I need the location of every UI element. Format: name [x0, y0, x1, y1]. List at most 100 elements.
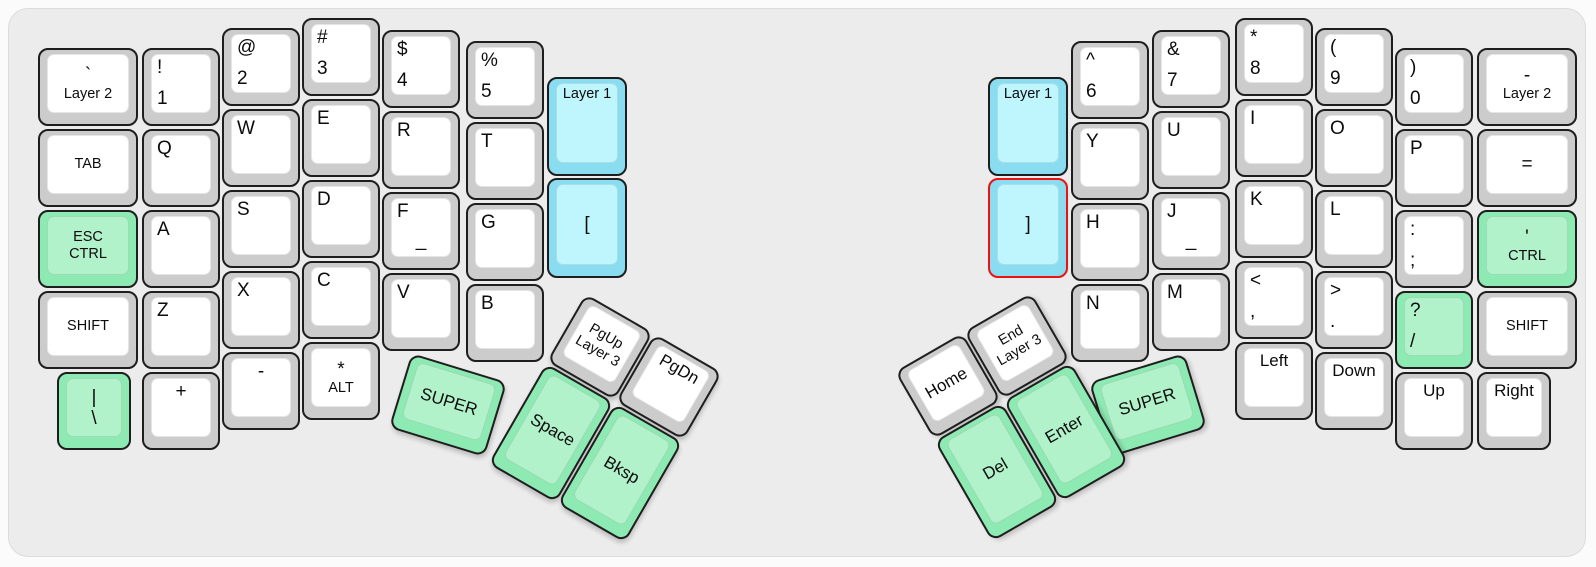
key-left-bracket[interactable]: [ [547, 178, 627, 278]
keycap-top: 'CTRL [1486, 216, 1568, 275]
key-grave-layer2[interactable]: `Layer 2 [38, 48, 138, 126]
key-w[interactable]: W [222, 109, 300, 187]
key-label-stack: `Layer 2 [48, 55, 128, 112]
key-period[interactable]: >. [1315, 271, 1393, 349]
keycap-top: S [231, 196, 291, 255]
key-7[interactable]: &7 [1152, 30, 1230, 108]
key-label: V [397, 282, 410, 303]
key-m[interactable]: M [1152, 273, 1230, 351]
key-label: PgDn [656, 350, 703, 389]
key-2[interactable]: @2 [222, 28, 300, 106]
key-v[interactable]: V [382, 273, 460, 351]
key-8[interactable]: *8 [1235, 18, 1313, 96]
key-minus[interactable]: - [222, 352, 300, 430]
key-label: Up [1423, 381, 1445, 400]
key-label: D [317, 189, 331, 210]
key-question-slash[interactable]: ?/ [1395, 291, 1473, 369]
key-comma[interactable]: <, [1235, 261, 1313, 339]
key-label: _ [1185, 230, 1197, 251]
keycap-top: N [1080, 290, 1140, 349]
key-y[interactable]: Y [1071, 122, 1149, 200]
key-label: Bksp [600, 451, 644, 488]
key-shift-right[interactable]: SHIFT [1477, 291, 1577, 369]
key-arrow-left[interactable]: Left [1235, 342, 1313, 420]
keycap-top: = [1486, 135, 1568, 194]
keycap-top: M [1161, 279, 1221, 338]
key-g[interactable]: G [466, 203, 544, 281]
key-j[interactable]: J_ [1152, 192, 1230, 270]
key-3[interactable]: #3 [302, 18, 380, 96]
key-label: $ [397, 39, 408, 60]
key-label: S [237, 199, 250, 220]
key-a[interactable]: A [142, 210, 220, 288]
key-shift-left[interactable]: SHIFT [38, 291, 138, 369]
key-asterisk-alt[interactable]: *ALT [302, 342, 380, 420]
key-l[interactable]: L [1315, 190, 1393, 268]
keycap-top: Layer 1 [997, 83, 1059, 163]
key-r[interactable]: R [382, 111, 460, 189]
key-5[interactable]: %5 [466, 41, 544, 119]
key-s[interactable]: S [222, 190, 300, 268]
keycap-top: SHIFT [1486, 297, 1568, 356]
key-arrow-right[interactable]: Right [1477, 372, 1551, 450]
key-e[interactable]: E [302, 99, 380, 177]
key-label-stack: = [1487, 136, 1567, 193]
key-label: W [237, 118, 255, 139]
key-label: SHIFT [1506, 318, 1548, 334]
key-label-stack: |\ [67, 379, 121, 436]
key-x[interactable]: X [222, 271, 300, 349]
key-super-left[interactable]: SUPER [388, 353, 508, 457]
key-p[interactable]: P [1395, 129, 1473, 207]
key-dash-layer2[interactable]: -Layer 2 [1477, 48, 1577, 126]
key-label: 2 [237, 68, 248, 89]
key-n[interactable]: N [1071, 284, 1149, 362]
key-label: N [1086, 293, 1100, 314]
key-label-stack: *ALT [312, 349, 370, 406]
key-label: O [1330, 118, 1345, 139]
key-u[interactable]: U [1152, 111, 1230, 189]
key-k[interactable]: K [1235, 180, 1313, 258]
keycap-top: I [1244, 105, 1304, 164]
key-label: Down [1332, 361, 1376, 380]
key-h[interactable]: H [1071, 203, 1149, 281]
key-label: = [1521, 154, 1533, 175]
keycap-top: *ALT [311, 348, 371, 407]
key-tab[interactable]: TAB [38, 129, 138, 207]
key-label: ? [1410, 300, 1421, 321]
key-c[interactable]: C [302, 261, 380, 339]
key-6[interactable]: ^6 [1071, 41, 1149, 119]
key-layer1-left[interactable]: Layer 1 [547, 77, 627, 176]
key-q[interactable]: Q [142, 129, 220, 207]
key-label: < [1250, 270, 1262, 291]
key-label: G [481, 212, 496, 233]
key-o[interactable]: O [1315, 109, 1393, 187]
key-label: C [317, 270, 331, 291]
key-layer1-right[interactable]: Layer 1 [988, 77, 1068, 176]
key-label: Layer 2 [63, 85, 113, 102]
key-equals[interactable]: = [1477, 129, 1577, 207]
key-f[interactable]: F_ [382, 192, 460, 270]
key-arrow-down[interactable]: Down [1315, 352, 1393, 430]
key-1[interactable]: !1 [142, 48, 220, 126]
key-quote-ctrl[interactable]: 'CTRL [1477, 210, 1577, 288]
key-pipe-backslash[interactable]: |\ [57, 372, 131, 450]
key-plus[interactable]: + [142, 372, 220, 450]
key-t[interactable]: T [466, 122, 544, 200]
key-i[interactable]: I [1235, 99, 1313, 177]
key-label: ) [1410, 57, 1417, 78]
key-label: ALT [328, 379, 354, 396]
key-9[interactable]: (9 [1315, 28, 1393, 106]
key-label: 6 [1086, 81, 1097, 102]
key-right-bracket[interactable]: ] [988, 178, 1068, 278]
key-b[interactable]: B [466, 284, 544, 362]
key-4[interactable]: $4 [382, 30, 460, 108]
key-label-stack: SUPER [1100, 363, 1193, 441]
key-colon-semicolon[interactable]: :; [1395, 210, 1473, 288]
key-arrow-up[interactable]: Up [1395, 372, 1473, 450]
key-label: Q [157, 138, 172, 159]
key-d[interactable]: D [302, 180, 380, 258]
key-z[interactable]: Z [142, 291, 220, 369]
key-0[interactable]: )0 [1395, 48, 1473, 126]
